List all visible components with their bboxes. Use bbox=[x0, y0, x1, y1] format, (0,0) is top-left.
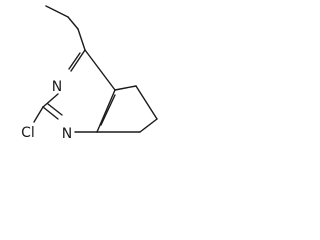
bond-c5-c6 bbox=[135, 85, 158, 120]
bond-c2-n1-double bbox=[47, 103, 63, 116]
bond-c2-n1 bbox=[42, 106, 59, 120]
bond-n3-c2 bbox=[42, 93, 59, 108]
atom-label-n-bottom: N bbox=[62, 126, 72, 142]
bond-propyl-3 bbox=[77, 28, 86, 51]
bond-c6-c7 bbox=[139, 118, 158, 133]
chemical-structure: N N Cl bbox=[21, 5, 158, 142]
bond-c4a-c5 bbox=[114, 85, 137, 91]
bond-propyl-1 bbox=[45, 5, 69, 18]
bond-c2-cl bbox=[33, 106, 44, 123]
bond-c7a-c4a bbox=[96, 89, 116, 133]
atom-label-n-top: N bbox=[52, 79, 62, 95]
bond-c4-n3 bbox=[70, 49, 86, 72]
bond-c7a-c4a-double bbox=[100, 94, 116, 126]
bond-c4a-c4 bbox=[84, 49, 116, 91]
atom-label-chlorine: Cl bbox=[21, 125, 35, 141]
bond-propyl-2 bbox=[67, 16, 79, 30]
bond-c4-n3-double bbox=[68, 52, 81, 70]
